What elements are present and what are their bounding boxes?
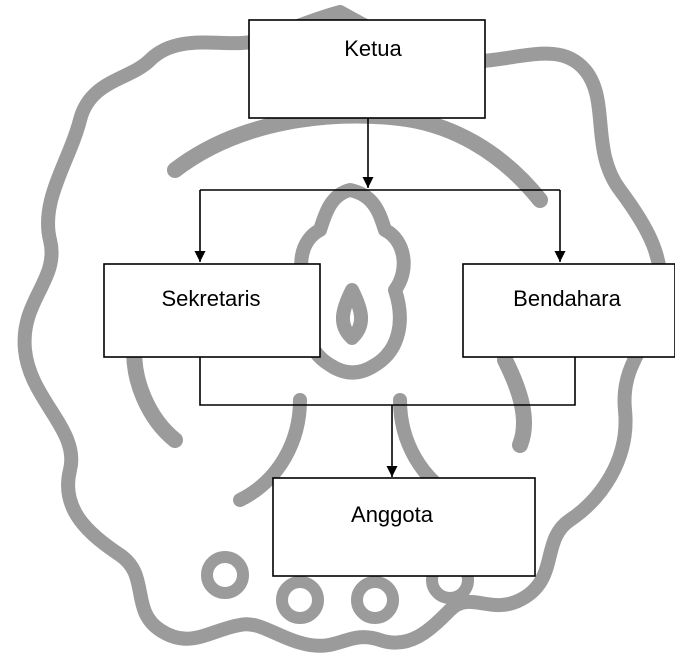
node-ketua-label: Ketua (344, 36, 402, 61)
node-bendahara-label: Bendahara (513, 286, 621, 311)
node-anggota: Anggota (273, 478, 535, 576)
node-anggota-label: Anggota (351, 502, 434, 527)
node-sekretaris: Sekretaris (104, 264, 320, 357)
node-bendahara: Bendahara (463, 264, 675, 357)
node-sekretaris-label: Sekretaris (161, 286, 260, 311)
node-ketua: Ketua (249, 20, 485, 118)
